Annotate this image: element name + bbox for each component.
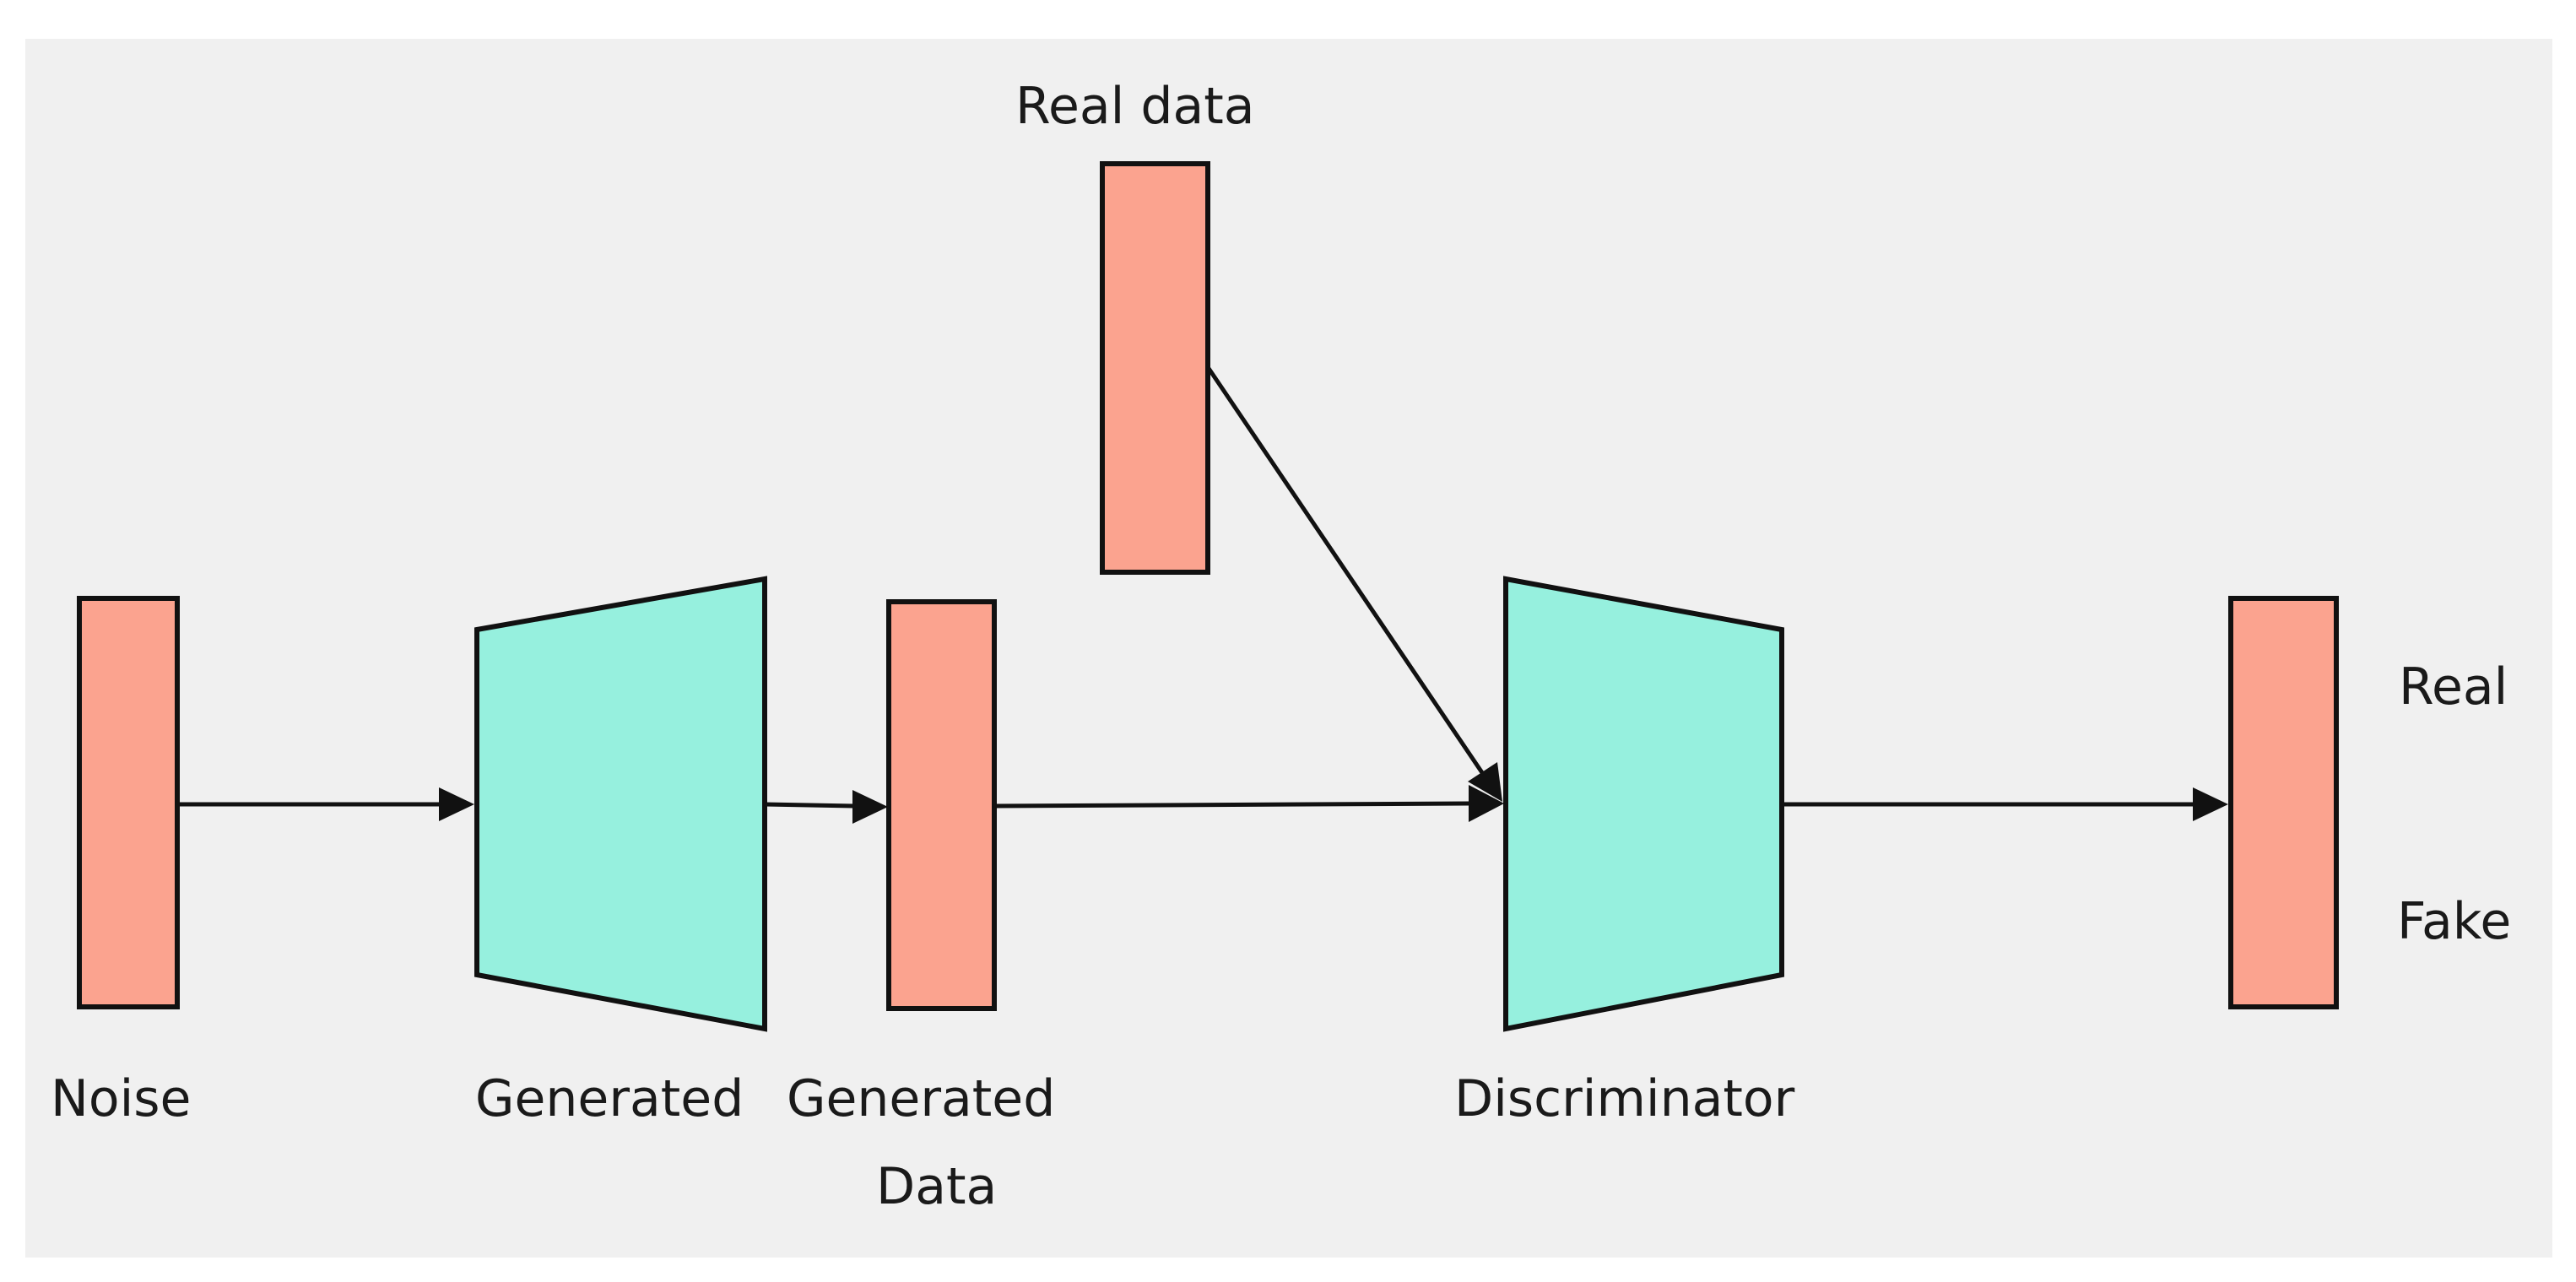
noise-block bbox=[77, 596, 180, 1009]
real-output-label: Real bbox=[2399, 657, 2508, 717]
arrow-real-data-to-discriminator bbox=[1205, 365, 1502, 802]
noise-label: Noise bbox=[51, 1069, 192, 1128]
real-data-label: Real data bbox=[1015, 77, 1255, 136]
generated-data-label-line2: Data bbox=[876, 1157, 998, 1216]
discriminator-label: Discriminator bbox=[1454, 1069, 1795, 1128]
generated-data-label-line1: Generated bbox=[787, 1069, 1056, 1128]
real-data-block bbox=[1100, 161, 1210, 575]
generator-label: Generated bbox=[475, 1069, 744, 1128]
arrow-noise-to-generator bbox=[177, 787, 474, 821]
discriminator-block bbox=[1503, 576, 1784, 1032]
arrow-generated-data-to-discriminator bbox=[993, 785, 1504, 822]
diagram-background bbox=[25, 39, 2552, 1258]
arrow-generator-to-generated-data bbox=[764, 790, 888, 824]
output-block bbox=[2228, 596, 2339, 1009]
arrow-discriminator-to-output bbox=[1782, 787, 2228, 821]
fake-output-label: Fake bbox=[2397, 892, 2512, 951]
generated-data-block bbox=[886, 599, 997, 1011]
generator-block bbox=[474, 576, 767, 1032]
